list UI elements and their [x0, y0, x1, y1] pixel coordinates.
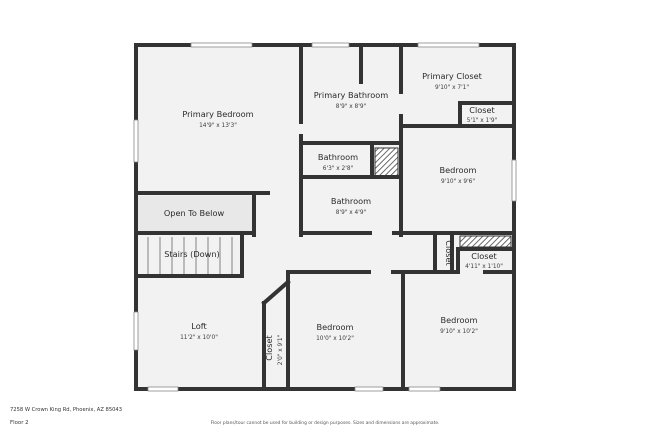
hatched-shaft-2 — [459, 235, 512, 248]
label-loft: Loft — [191, 321, 207, 331]
dim-primary-bathroom: 8'9" x 8'9" — [336, 104, 367, 110]
hatched-shaft-1 — [374, 147, 399, 178]
stairs-area — [136, 235, 242, 276]
label-closet-a: Closet — [469, 105, 495, 115]
disclaimer: Floor plans/tour cannot be used for buil… — [210, 421, 440, 426]
dim-bedroom-se: 9'10" x 10'2" — [440, 329, 478, 335]
dim-loft: 11'2" x 10'0" — [180, 335, 218, 341]
label-primary-closet: Primary Closet — [422, 71, 483, 81]
label-bedroom-s: Bedroom — [316, 322, 353, 332]
label-bathroom-small: Bathroom — [318, 152, 358, 162]
windows — [133, 42, 517, 392]
label-closet-b: Closet — [471, 251, 497, 261]
dim-bedroom-s: 10'0" x 10'2" — [316, 336, 354, 342]
dim-closet-b: 4'11" x 1'10" — [465, 264, 503, 270]
open-to-below-area — [136, 196, 254, 231]
label-closet-c: Closet — [264, 334, 274, 360]
dim-bathroom: 8'9" x 4'9" — [336, 210, 367, 216]
floor-label: Floor 2 — [10, 420, 29, 426]
label-primary-bathroom: Primary Bathroom — [314, 90, 388, 100]
address: 7258 W Crown King Rd, Phoenix, AZ 85043 — [10, 407, 123, 413]
label-bathroom: Bathroom — [331, 196, 371, 206]
label-open-to-below: Open To Below — [164, 208, 225, 218]
label-bedroom-se: Bedroom — [440, 315, 477, 325]
label-closet-hall: Closet — [444, 240, 454, 266]
room-labels: Primary Bedroom 14'9" x 13'3" Primary Ba… — [164, 71, 503, 365]
dim-closet-c: 2'0" x 9'1" — [278, 334, 284, 365]
label-primary-bedroom: Primary Bedroom — [182, 109, 253, 119]
walls — [134, 43, 516, 391]
label-stairs: Stairs (Down) — [164, 249, 220, 259]
dim-primary-closet: 9'10" x 7'1" — [435, 85, 469, 91]
dim-primary-bedroom: 14'9" x 13'3" — [199, 123, 237, 129]
stair-treads — [147, 237, 233, 274]
label-bedroom-ne: Bedroom — [439, 165, 476, 175]
dim-bedroom-ne: 9'10" x 9'6" — [441, 179, 475, 185]
dim-bathroom-small: 6'3" x 2'8" — [323, 166, 354, 172]
dim-closet-a: 5'1" x 1'9" — [467, 118, 498, 124]
